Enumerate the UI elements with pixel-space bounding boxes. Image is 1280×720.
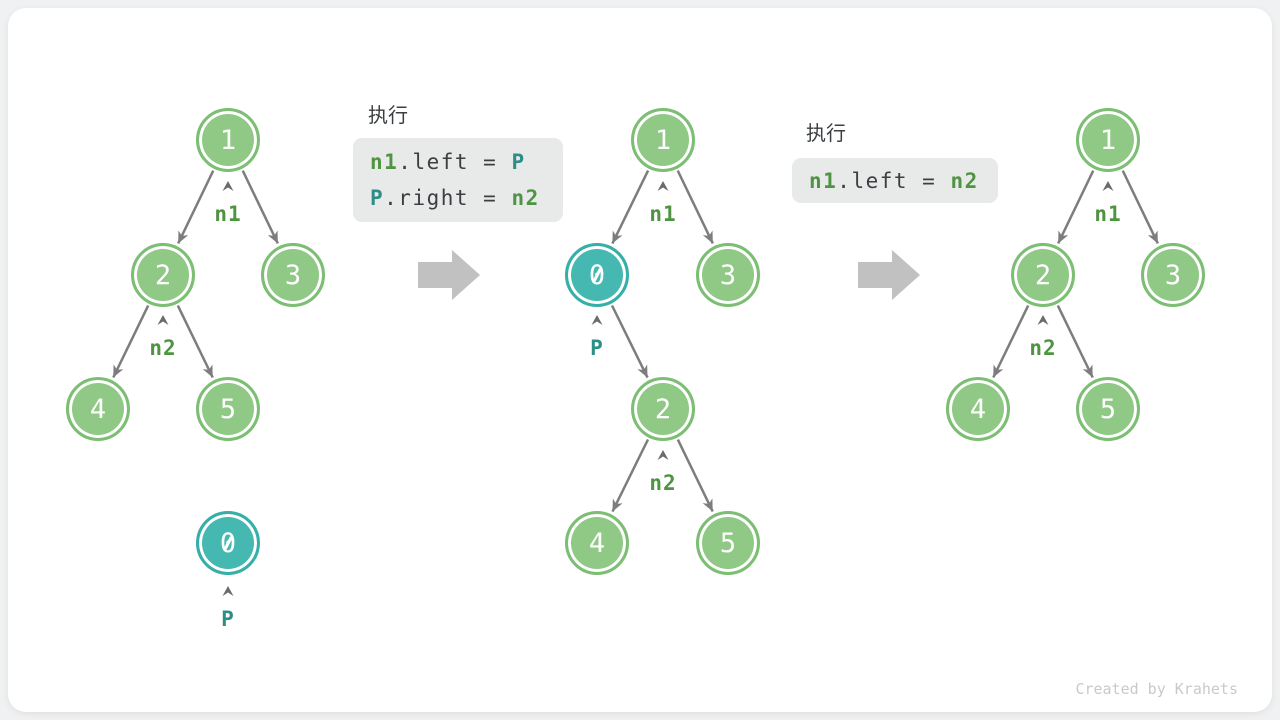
pointer-label-n2: n2 <box>649 471 677 495</box>
code-token: .left <box>398 150 470 174</box>
pointer-caret-icon <box>657 181 669 191</box>
tree-node-value: 4 <box>89 393 107 425</box>
pointer-caret-icon <box>1037 315 1049 325</box>
tree-node-value: 4 <box>588 527 606 559</box>
tree-node-value: 1 <box>654 124 672 156</box>
tree-node-2: 2 <box>631 377 695 441</box>
tree-node-value: 3 <box>719 259 737 291</box>
tree-node-3: 3 <box>696 243 760 307</box>
pointer-label-n2: n2 <box>149 336 177 360</box>
tree-edge <box>676 439 714 513</box>
tree-node-value: 5 <box>219 393 237 425</box>
tree-node-4: 4 <box>66 377 130 441</box>
code-token: P <box>370 186 385 210</box>
tree-edge <box>112 305 150 379</box>
tree-node-value: 3 <box>1164 259 1182 291</box>
code-token: n1 <box>370 150 399 174</box>
code-token: n2 <box>950 168 979 193</box>
tree-node-3: 3 <box>1141 243 1205 307</box>
exec-label: 执行 <box>368 105 408 127</box>
tree-edge <box>610 304 649 379</box>
code-token: n2 <box>511 186 540 210</box>
pointer-caret-icon <box>657 450 669 460</box>
pointer-caret-icon <box>1102 181 1114 191</box>
pointer-label-n1: n1 <box>649 202 677 226</box>
tree-node-value: 2 <box>654 393 672 425</box>
tree-node-value: 4 <box>969 393 987 425</box>
tree-node-value: 5 <box>719 527 737 559</box>
code-token: .right <box>384 186 470 210</box>
pointer-label-P: P <box>221 607 235 631</box>
tree-node-value: 3 <box>284 259 302 291</box>
pointer-caret-icon <box>157 315 169 325</box>
tree-edge <box>177 170 215 245</box>
code-token: = <box>469 186 512 210</box>
tree-node-value: 1 <box>1099 124 1117 156</box>
tree-node-1: 1 <box>1076 108 1140 172</box>
watermark: Created by Krahets <box>1075 680 1238 698</box>
pointer-label-n1: n1 <box>1094 202 1122 226</box>
tree-node-4: 4 <box>565 511 629 575</box>
tree-node-value: 0 <box>219 527 237 559</box>
tree-node-1: 1 <box>631 108 695 172</box>
code-line: P.right = n2 <box>370 180 563 216</box>
tree-edge <box>1121 170 1159 245</box>
tree-node-3: 3 <box>261 243 325 307</box>
code-token: n1 <box>809 168 838 193</box>
tree-edge <box>611 438 650 513</box>
tree-edge <box>992 305 1030 379</box>
tree-node-5: 5 <box>1076 377 1140 441</box>
code-token: P <box>511 150 526 174</box>
tree-node-0: 0 <box>196 511 260 575</box>
tree-edge <box>241 170 279 245</box>
big-arrow-icon <box>418 250 480 300</box>
tree-node-5: 5 <box>196 377 260 441</box>
code-token: = <box>469 150 512 174</box>
pointer-label-n2: n2 <box>1029 336 1057 360</box>
tree-node-0: 0 <box>565 243 629 307</box>
pointer-caret-icon <box>222 586 234 596</box>
code-token: = <box>908 168 951 193</box>
tree-edge <box>611 169 650 245</box>
tree-node-5: 5 <box>696 511 760 575</box>
tree-edge <box>1056 305 1094 379</box>
code-token: .left <box>837 168 909 193</box>
pointer-label-n1: n1 <box>214 202 242 226</box>
tree-edge <box>676 170 714 245</box>
code-line: n1.left = P <box>370 144 563 180</box>
tree-node-value: 1 <box>219 124 237 156</box>
tree-node-4: 4 <box>946 377 1010 441</box>
pointer-caret-icon <box>591 315 603 325</box>
tree-node-2: 2 <box>1011 243 1075 307</box>
big-arrow-icon <box>858 250 920 300</box>
pointer-label-P: P <box>590 336 604 360</box>
exec-label: 执行 <box>806 123 846 145</box>
tree-node-value: 5 <box>1099 393 1117 425</box>
tree-node-value: 2 <box>154 259 172 291</box>
tree-node-2: 2 <box>131 243 195 307</box>
pointer-caret-icon <box>222 181 234 191</box>
tree-node-1: 1 <box>196 108 260 172</box>
tree-node-value: 0 <box>588 259 606 291</box>
code-block-2: n1.left = n2 <box>792 158 998 203</box>
tree-edge <box>176 305 214 379</box>
tree-edge <box>1057 170 1095 245</box>
tree-node-value: 2 <box>1034 259 1052 291</box>
code-line: n1.left = n2 <box>809 163 998 199</box>
